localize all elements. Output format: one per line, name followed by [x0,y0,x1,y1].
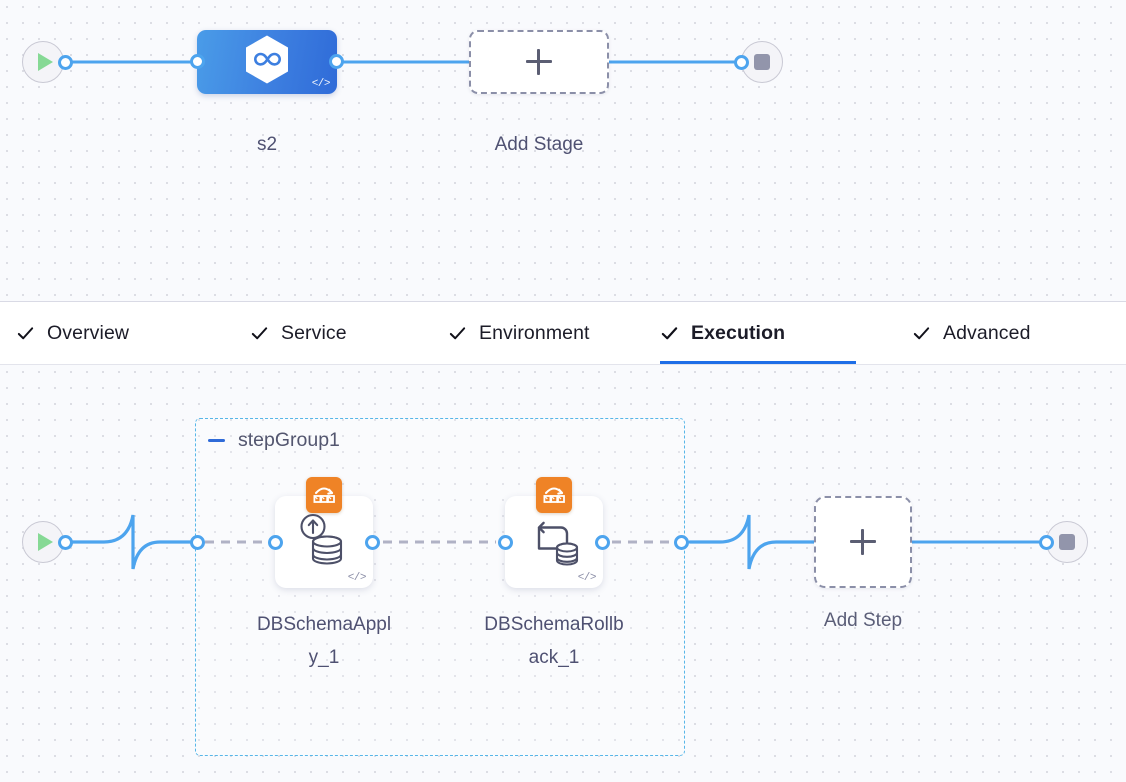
check-icon [17,326,34,339]
start-output-port[interactable] [58,55,73,70]
step-input-port[interactable] [268,535,283,550]
step-group-input-port[interactable] [190,535,205,550]
execution-start-node[interactable] [22,521,73,563]
execution-start-terminal[interactable] [22,521,64,563]
tab-execution[interactable]: Execution [660,302,856,364]
stage-output-port[interactable] [329,54,344,69]
plus-icon [850,529,876,555]
code-badge-icon[interactable]: </> [347,572,367,584]
play-icon [37,533,53,551]
step-node-dbschemarollback[interactable]: </> [498,477,610,588]
stop-icon [754,54,770,70]
tab-advanced[interactable]: Advanced [912,302,1087,364]
step-group-container[interactable]: stepGroup1 [195,418,685,756]
stop-icon [1059,534,1075,550]
execution-end-input-port[interactable] [1039,535,1054,550]
liquibase-migration-icon [536,477,572,513]
stage-node-label: s2 [256,134,278,155]
step-card[interactable]: </> [275,477,373,588]
step-group-output-port[interactable] [674,535,689,550]
step-output-port[interactable] [595,535,610,550]
check-icon [251,326,268,339]
hexagon-infinity-icon [242,34,292,91]
add-step-label: Add Step [823,610,903,631]
step-output-port[interactable] [365,535,380,550]
add-stage-node[interactable] [469,30,609,94]
plus-icon [526,49,552,75]
stage-canvas[interactable]: </> s2 Add Stage [0,0,1126,302]
tab-environment[interactable]: Environment [448,302,640,364]
play-icon [37,53,53,71]
add-stage-button[interactable] [469,30,609,94]
pipeline-end-node[interactable] [734,41,783,83]
tab-overview[interactable]: Overview [16,302,176,364]
tab-environment-label: Environment [479,321,590,344]
code-badge-icon[interactable]: </> [311,78,331,90]
database-rollback-arrow-icon [523,510,585,577]
tab-execution-label: Execution [691,321,786,344]
check-icon [913,326,930,339]
step-input-port[interactable] [498,535,513,550]
stage-config-tabs: Overview Service Environment Execution [0,302,1126,364]
tab-advanced-label: Advanced [943,321,1031,344]
step-node-dbschemaapply[interactable]: </> [268,477,380,588]
step-label-dbschemaapply: DBSchemaAppl y_1 [256,614,392,668]
check-icon [661,326,678,339]
database-up-arrow-icon [293,510,355,577]
tab-overview-label: Overview [47,321,130,344]
tab-underline [660,361,856,364]
tab-service-label: Service [281,321,347,344]
add-step-node[interactable] [814,496,912,588]
step-label-dbschemarollback: DBSchemaRollb ack_1 [484,614,624,668]
minus-icon[interactable] [208,438,225,443]
step-card[interactable]: </> [505,477,603,588]
tab-service[interactable]: Service [250,302,395,364]
execution-canvas[interactable]: stepGroup1 [0,364,1126,782]
pipeline-start-node[interactable] [22,41,73,83]
start-terminal[interactable] [22,41,64,83]
add-stage-label: Add Stage [494,134,584,155]
add-step-button[interactable] [814,496,912,588]
step-group-title: stepGroup1 [238,429,340,451]
step-group-header[interactable]: stepGroup1 [208,429,340,452]
check-icon [449,326,466,339]
stage-node-body[interactable]: </> [197,30,337,94]
execution-end-node[interactable] [1039,521,1088,563]
stage-node-s2[interactable]: </> [190,30,344,94]
stage-input-port[interactable] [190,54,205,69]
end-terminal[interactable] [741,41,783,83]
end-input-port[interactable] [734,55,749,70]
execution-start-output-port[interactable] [58,535,73,550]
liquibase-migration-icon [306,477,342,513]
code-badge-icon[interactable]: </> [577,572,597,584]
